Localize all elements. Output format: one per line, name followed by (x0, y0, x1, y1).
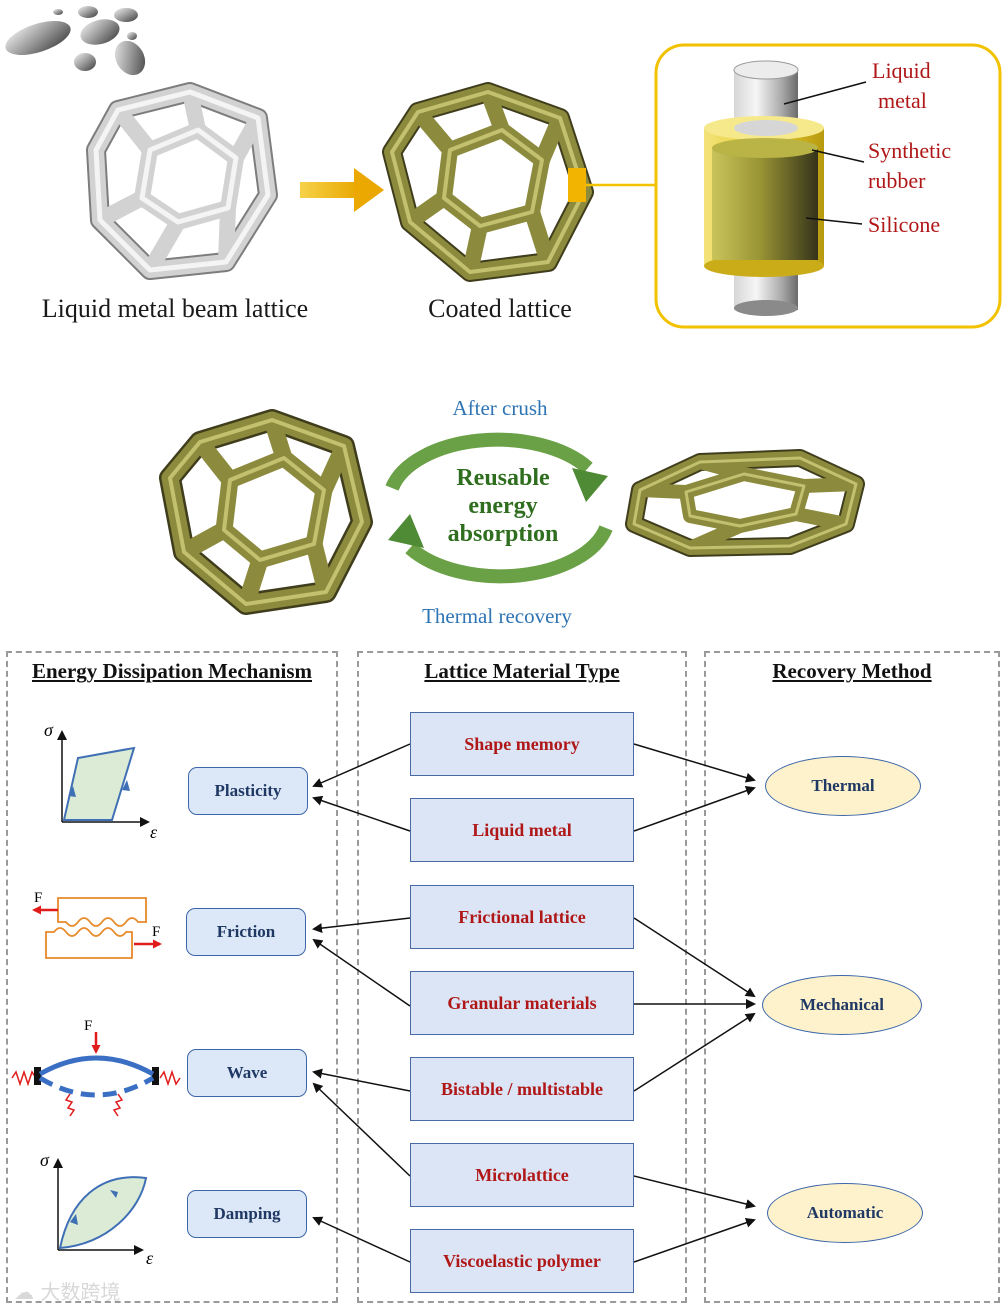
material-panel-title: Lattice Material Type (424, 659, 620, 683)
friction-icon (45, 897, 147, 959)
watermark-text: 大数跨境 (40, 1280, 121, 1304)
center-line-2: energy (468, 493, 538, 519)
connection-arrows (312, 743, 756, 1263)
after-crush-label: After crush (452, 396, 548, 420)
material-liquid-metal: Liquid metal (410, 798, 634, 862)
damping-epsilon-label: ε (146, 1248, 154, 1268)
mechanism-panel (6, 651, 338, 1303)
right-arrow-icon (300, 168, 384, 212)
plasticity-epsilon-label: ε (150, 822, 158, 842)
plasticity-sigma-label: σ (44, 720, 53, 740)
material-microlattice: Microlattice (410, 1143, 634, 1207)
mechanism-plasticity: Plasticity (188, 767, 308, 815)
wave-force-label: F (84, 1018, 93, 1034)
center-line-3: absorption (447, 521, 559, 547)
mechanism-damping: Damping (187, 1190, 307, 1238)
label-liquid-metal: Liquid metal (872, 56, 931, 116)
coated-beam-image (704, 60, 824, 316)
lattice-after-crush-image (625, 449, 865, 557)
friction-force-right-label: F (152, 924, 161, 940)
mechanism-panel-title: Energy Dissipation Mechanism (31, 659, 312, 683)
recovery-panel (704, 651, 1000, 1303)
recovery-mechanical: Mechanical (762, 975, 922, 1035)
lattice-before-crush-image (159, 409, 373, 615)
material-viscoelastic-polymer: Viscoelastic polymer (410, 1229, 634, 1293)
recovery-automatic: Automatic (767, 1183, 923, 1243)
material-granular-materials: Granular materials (410, 971, 634, 1035)
mechanism-wave: Wave (187, 1049, 307, 1097)
reusable-energy-absorption-label: Reusable energy absorption (420, 464, 586, 548)
coated-lattice-image (382, 82, 594, 282)
coated-lattice-caption: Coated lattice (428, 294, 572, 323)
center-line-1: Reusable (456, 465, 550, 491)
label-liquid-metal-line1: Liquid (872, 58, 931, 83)
material-shape-memory: Shape memory (410, 712, 634, 776)
material-bistable-multistable: Bistable / multistable (410, 1057, 634, 1121)
label-synthetic-rubber-line2: rubber (868, 168, 926, 193)
top-figure (5, 6, 1002, 615)
droplets-image (5, 6, 146, 76)
material-panel (357, 651, 687, 1303)
wave-icon (11, 1032, 181, 1117)
cycle-arrows-icon (385, 432, 613, 584)
mechanism-friction: Friction (186, 908, 306, 956)
inset-leader-lines (783, 81, 867, 225)
gray-lattice-image (86, 82, 278, 280)
recovery-panel-title: Recovery Method (772, 659, 932, 683)
label-liquid-metal-line2: metal (878, 88, 927, 113)
damping-curve-icon (53, 1158, 148, 1255)
plasticity-curve-icon (57, 730, 150, 827)
recovery-thermal: Thermal (765, 756, 921, 816)
thermal-recovery-label: Thermal recovery (422, 604, 572, 628)
watermark: ☁ 大数跨境 (14, 1276, 120, 1305)
gray-lattice-caption: Liquid metal beam lattice (41, 294, 309, 323)
damping-sigma-label: σ (40, 1150, 49, 1170)
label-synthetic-rubber-line1: Synthetic (868, 138, 952, 163)
watermark-logo-icon: ☁ (14, 1280, 34, 1304)
friction-force-left-label: F (34, 890, 43, 906)
label-synthetic-rubber: Synthetic rubber (868, 136, 951, 196)
label-silicone: Silicone (868, 212, 941, 237)
material-frictional-lattice: Frictional lattice (410, 885, 634, 949)
